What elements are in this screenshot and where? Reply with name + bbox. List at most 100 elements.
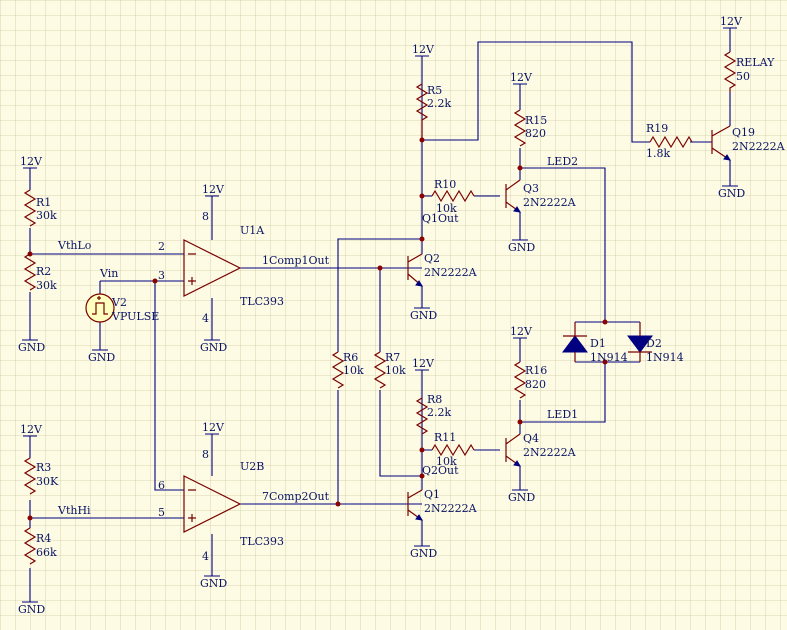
diode-d2: D2 1N914 <box>627 322 684 364</box>
svg-text:Q3: Q3 <box>523 182 539 195</box>
svg-text:2.2k: 2.2k <box>427 97 451 110</box>
junctions <box>27 137 608 521</box>
gnd-label: GND <box>18 341 45 354</box>
svg-text:R11: R11 <box>434 431 456 444</box>
gnd-label: GND <box>18 603 45 616</box>
resistor-r4: R4 66k <box>23 527 57 565</box>
svg-text:30k: 30k <box>36 209 57 222</box>
opamp-u1a: U1A TLC393 2 3 8 4 1Comp1Out <box>158 210 330 325</box>
resistor-r16: R16 820 <box>513 361 547 399</box>
svg-text:2.2k: 2.2k <box>427 406 451 419</box>
resistor-r8: R8 2.2k <box>415 393 451 435</box>
svg-text:8: 8 <box>202 448 209 461</box>
power-labels: 12V 12V 12V 12V 12V 12V 12V 12V 12V GND … <box>18 15 745 616</box>
svg-text:5: 5 <box>158 506 165 519</box>
svg-text:4: 4 <box>202 312 209 325</box>
svg-text:Q4: Q4 <box>523 432 539 445</box>
transistor-q19: Q19 2N2222A <box>711 125 786 161</box>
net-vthlo: VthLo <box>57 239 92 252</box>
svg-text:10k: 10k <box>343 364 364 377</box>
svg-text:3: 3 <box>158 269 165 282</box>
transistor-q2: Q2 2N2222A <box>407 252 478 287</box>
net-labels: VthLo VthHi Vin Q1Out Q2Out LED2 LED1 <box>57 155 578 517</box>
svg-text:2N2222A: 2N2222A <box>523 196 577 209</box>
svg-text:30K: 30K <box>36 475 59 488</box>
svg-text:R3: R3 <box>36 461 51 474</box>
net-q1out: Q1Out <box>422 212 459 225</box>
gnd-label: GND <box>88 351 115 364</box>
svg-text:R8: R8 <box>427 393 442 406</box>
net-vthhi: VthHi <box>57 504 91 517</box>
resistor-r15: R15 820 <box>513 109 547 147</box>
svg-text:RELAY: RELAY <box>736 56 775 69</box>
net-led2: LED2 <box>547 155 578 168</box>
svg-text:2N2222A: 2N2222A <box>424 502 478 515</box>
resistor-r2: R2 30k <box>23 253 57 292</box>
opamp-u2b: U2B TLC393 6 5 8 4 7Comp2Out <box>158 448 330 563</box>
svg-text:66k: 66k <box>36 546 57 559</box>
svg-text:1N914: 1N914 <box>646 351 684 364</box>
svg-text:2N2222A: 2N2222A <box>424 266 478 279</box>
svg-text:4: 4 <box>202 550 209 563</box>
resistor-r10: R10 10k <box>431 178 475 215</box>
comp1-out-label: 1Comp1Out <box>262 254 330 267</box>
svg-text:R5: R5 <box>427 84 442 97</box>
vcc-label: 12V <box>202 183 225 196</box>
resistor-r6: R6 10k <box>331 351 364 389</box>
gnd-label: GND <box>410 309 437 322</box>
resistor-r3: R3 30K <box>23 457 59 495</box>
gnd-label: GND <box>410 547 437 560</box>
net-led1: LED1 <box>547 408 578 421</box>
svg-text:U2B: U2B <box>240 460 264 473</box>
svg-text:TLC393: TLC393 <box>240 295 284 308</box>
svg-text:10k: 10k <box>385 364 406 377</box>
svg-text:10k: 10k <box>436 455 457 468</box>
svg-text:2: 2 <box>158 240 165 253</box>
resistor-r19: R19 1.8k <box>646 122 693 160</box>
svg-text:10k: 10k <box>436 202 457 215</box>
vcc-label: 12V <box>510 71 533 84</box>
svg-text:R10: R10 <box>434 178 456 191</box>
svg-text:V2: V2 <box>111 296 127 309</box>
svg-text:R6: R6 <box>343 351 358 364</box>
svg-text:Q2: Q2 <box>424 252 440 265</box>
svg-text:Q1: Q1 <box>424 488 440 501</box>
vcc-label: 12V <box>20 423 43 436</box>
svg-text:6: 6 <box>158 479 165 492</box>
svg-text:R19: R19 <box>646 122 668 135</box>
resistor-r7: R7 10k <box>373 351 406 389</box>
svg-text:50: 50 <box>736 70 750 83</box>
vcc-label: 12V <box>412 357 435 370</box>
svg-text:2N2222A: 2N2222A <box>732 140 786 153</box>
svg-text:R16: R16 <box>525 364 547 377</box>
svg-text:820: 820 <box>525 127 546 140</box>
svg-text:VPULSE: VPULSE <box>111 310 159 323</box>
resistor-r1: R1 30k <box>23 189 57 227</box>
svg-text:U1A: U1A <box>240 224 265 237</box>
power-symbols <box>22 27 738 603</box>
gnd-label: GND <box>200 577 227 590</box>
comp2-out-label: 7Comp2Out <box>262 490 330 503</box>
transistor-q1: Q1 2N2222A <box>407 488 478 521</box>
gnd-label: GND <box>508 241 535 254</box>
svg-text:820: 820 <box>525 378 546 391</box>
net-q2out: Q2Out <box>422 464 459 477</box>
vcc-label: 12V <box>20 155 43 168</box>
svg-text:R7: R7 <box>385 351 400 364</box>
vcc-label: 12V <box>510 325 533 338</box>
svg-text:30k: 30k <box>36 279 57 292</box>
gnd-label: GND <box>718 187 745 200</box>
svg-text:1N914: 1N914 <box>590 351 628 364</box>
resistor-relay: RELAY 50 <box>723 51 775 92</box>
vcc-label: 12V <box>720 15 743 28</box>
gnd-label: GND <box>508 491 535 504</box>
svg-text:1.8k: 1.8k <box>646 147 670 160</box>
transistor-q4: Q4 2N2222A <box>505 432 577 467</box>
svg-text:2N2222A: 2N2222A <box>523 446 577 459</box>
svg-text:R4: R4 <box>36 532 51 545</box>
vcc-label: 12V <box>202 421 225 434</box>
svg-text:D1: D1 <box>590 337 606 350</box>
svg-text:8: 8 <box>202 210 209 223</box>
